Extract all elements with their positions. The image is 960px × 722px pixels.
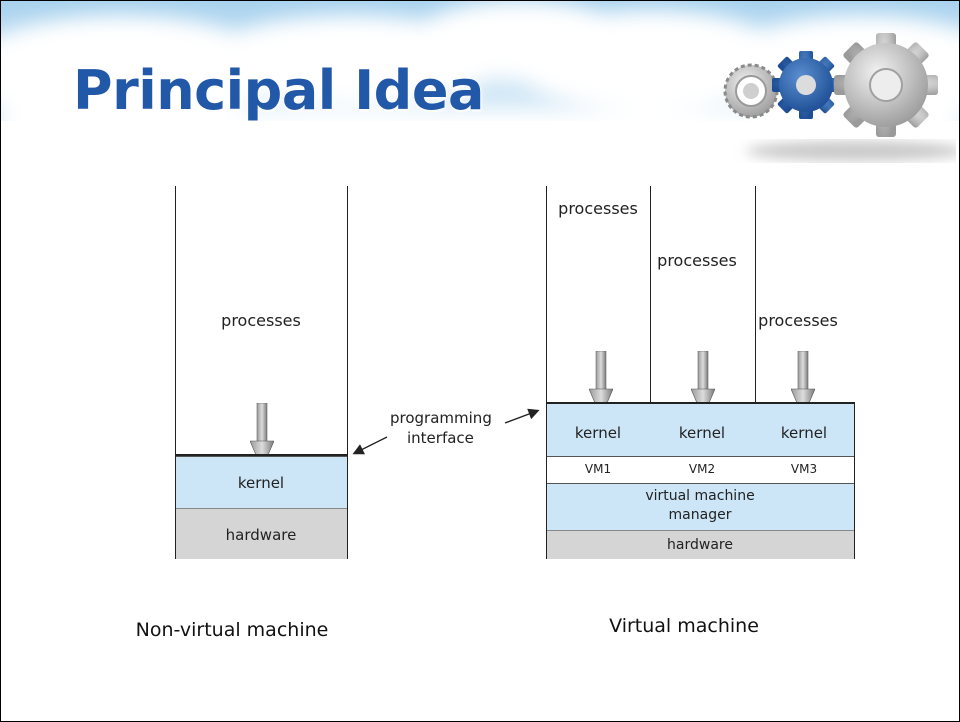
kernel-row [547, 404, 854, 456]
gears-icon [723, 33, 956, 161]
vm3-label: VM3 [790, 462, 818, 476]
interface-label: interface [407, 429, 474, 447]
left-border [546, 186, 547, 559]
interface-line [546, 402, 855, 404]
hardware-layer [176, 508, 347, 559]
hardware-label: hardware [667, 537, 733, 553]
hardware-label: hardware [225, 526, 297, 544]
right-border [854, 403, 855, 559]
processes-label: processes [221, 311, 301, 330]
non-virtual-caption: Non-virtual machine [135, 619, 329, 641]
virtual-caption: Virtual machine [609, 615, 759, 637]
programming-label: programming [390, 409, 492, 427]
vmm-layer [547, 483, 854, 530]
slide-title: Principal Idea [73, 59, 484, 122]
hardware-layer [547, 530, 854, 559]
processes-label-vm1: processes [558, 199, 638, 218]
processes-label-vm2: processes [657, 251, 737, 270]
vmm-label-line2: manager [668, 507, 732, 523]
interface-arrows-icon [352, 408, 540, 455]
vm1-label: VM1 [584, 462, 612, 476]
kernel-label-vm2: kernel [678, 424, 726, 442]
vm-row [547, 456, 854, 483]
processes-label-vm3: processes [758, 311, 838, 330]
divider-2 [755, 186, 756, 483]
kernel-label-vm1: kernel [574, 424, 622, 442]
kernel-label: kernel [237, 474, 285, 492]
left-border [175, 186, 176, 559]
divider-1 [650, 186, 651, 483]
interface-line [175, 454, 348, 456]
kernel-label-vm3: kernel [780, 424, 828, 442]
right-border [347, 186, 348, 559]
vmm-label-line1: virtual machine [645, 488, 755, 504]
vm2-label: VM2 [688, 462, 716, 476]
kernel-layer [176, 456, 347, 508]
